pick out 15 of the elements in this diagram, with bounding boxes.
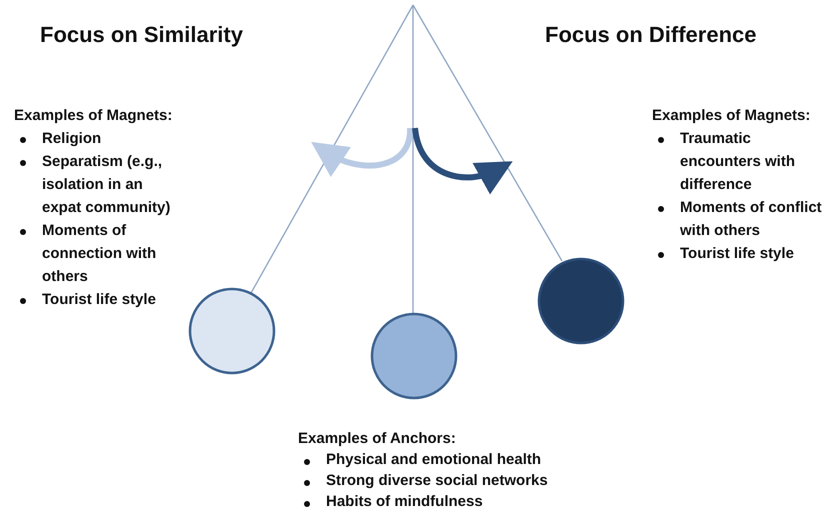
list-heading: Examples of Anchors: [298,429,457,449]
heading: Focus on Difference [545,22,756,48]
list-item: Traumatic encounters with difference [680,130,796,193]
list-item: Separatism (e.g., isolation in an expat community) [42,153,170,216]
list-item: Moments of conflict with others [680,199,822,239]
list-item: Habits of mindfulness [326,493,483,510]
heading: Focus on Similarity [40,22,243,48]
list-item: Tourist life style [680,245,794,262]
list-item: Moments of connection with others [42,222,156,285]
list-item: Physical and emotional health [326,451,542,468]
list-heading: Examples of Magnets: [652,106,812,126]
list-item: Strong diverse social networks [326,472,548,489]
list-item: Tourist life style [42,291,156,308]
list-item: Religion [42,130,102,147]
list-heading: Examples of Magnets: [14,106,174,126]
